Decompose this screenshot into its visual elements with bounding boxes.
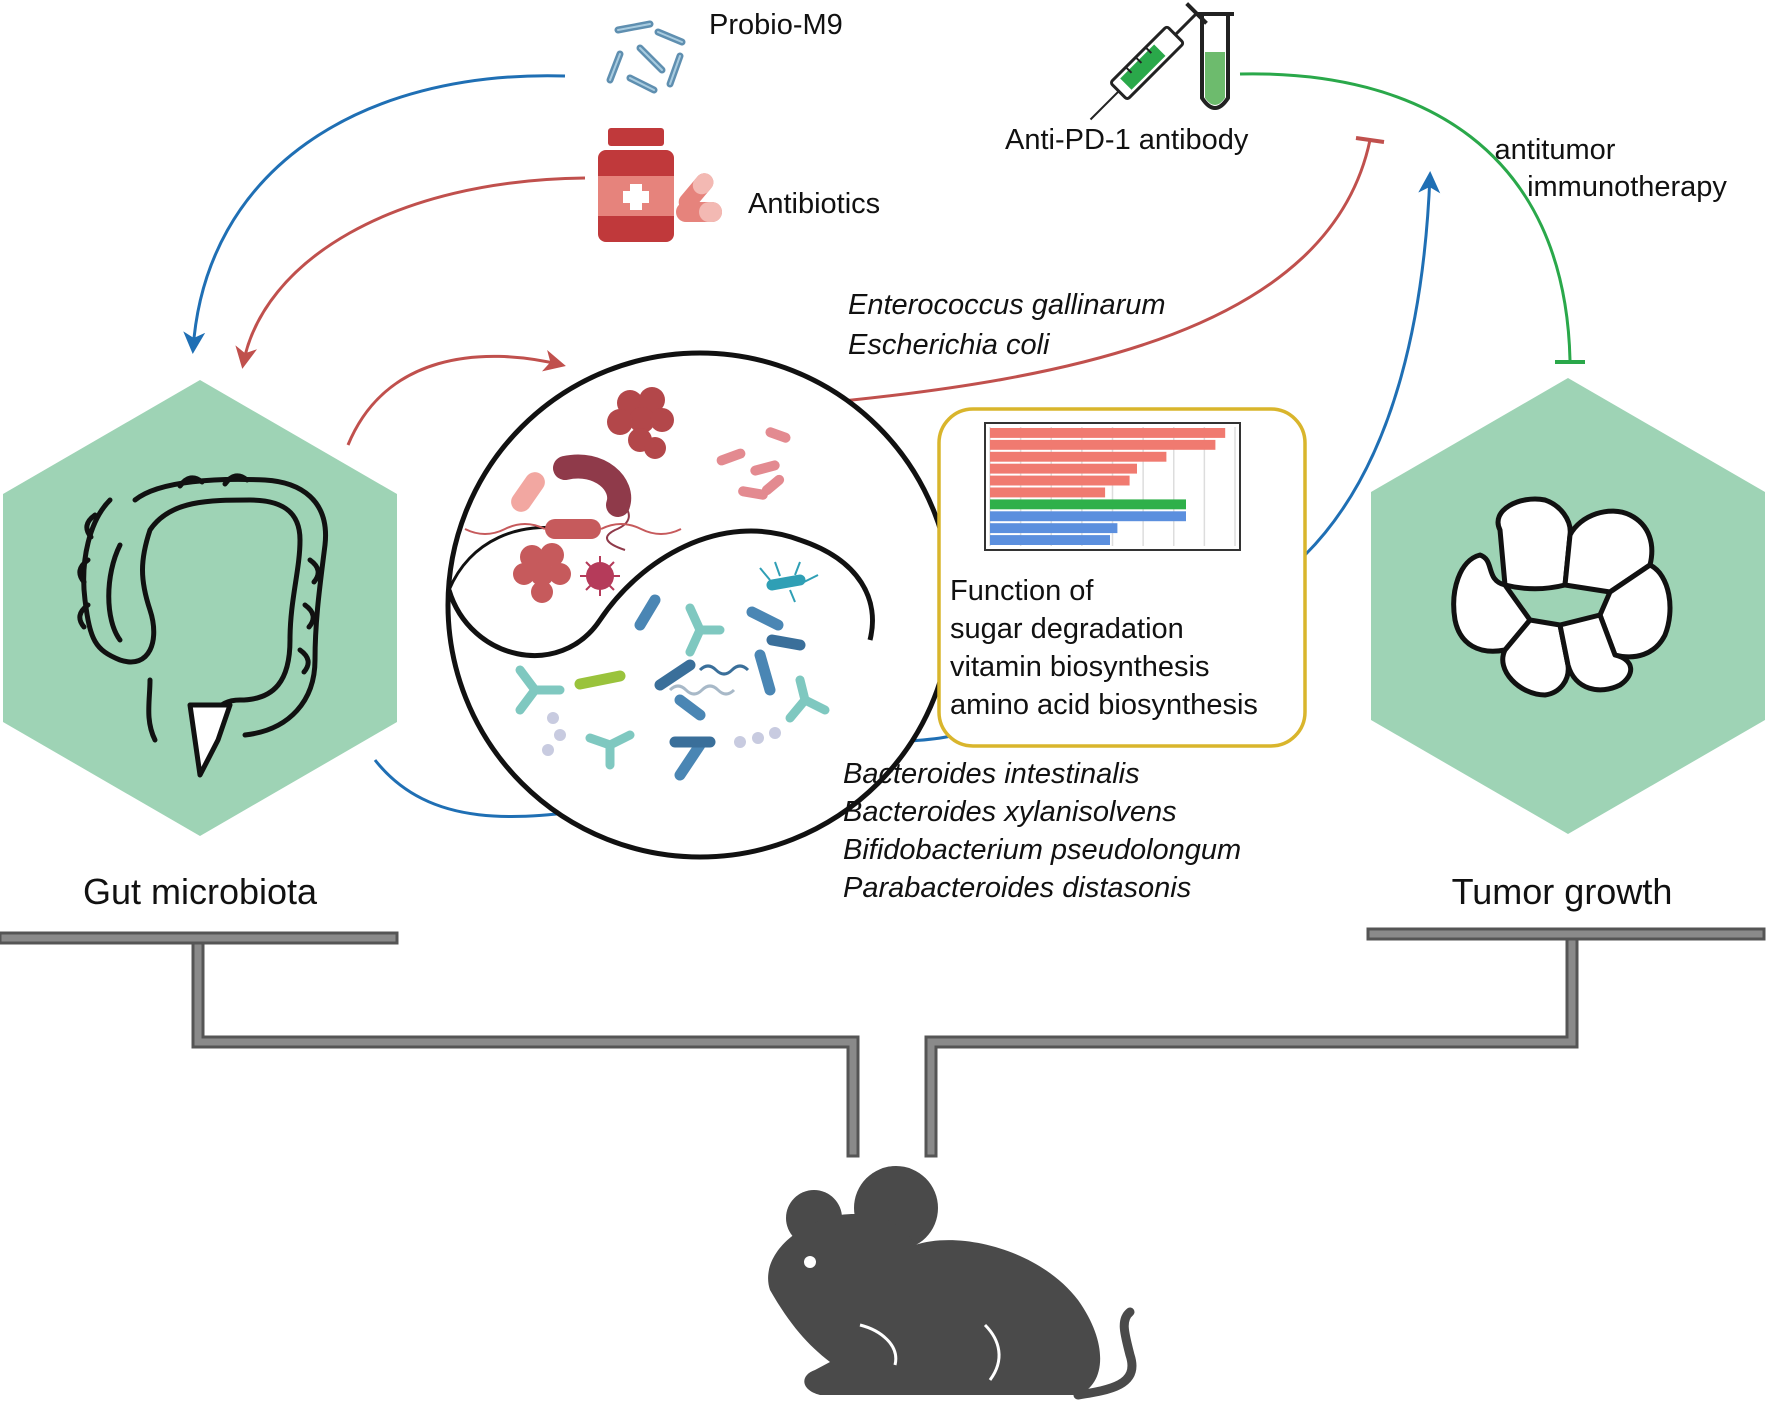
gut-hexagon bbox=[3, 380, 397, 836]
left-stem bbox=[191, 941, 860, 1158]
beneficial-microbes bbox=[515, 561, 830, 781]
diplococci bbox=[542, 712, 781, 756]
gut-to-harmful-microbes-arrow bbox=[346, 350, 566, 446]
spirochete-2 bbox=[698, 664, 750, 676]
species-top-1: Enterococcus gallinarum bbox=[848, 289, 1166, 321]
coccus-cluster-2 bbox=[513, 543, 571, 603]
mini-chart-bar bbox=[990, 451, 1167, 462]
species-top-2: Escherichia coli bbox=[848, 329, 1051, 361]
harmful-microbes bbox=[464, 387, 791, 603]
species-bottom-4: Parabacteroides distasonis bbox=[843, 872, 1191, 904]
rod-bacteria bbox=[634, 594, 806, 781]
gut-microbiota-label: Gut microbiota bbox=[83, 871, 318, 912]
green-chain-bacterium bbox=[574, 670, 626, 690]
tumor-growth-label: Tumor growth bbox=[1452, 871, 1673, 912]
pill-icon bbox=[676, 173, 722, 222]
arrows bbox=[183, 72, 1585, 822]
mini-chart-bar bbox=[990, 535, 1110, 545]
mouse-icon bbox=[768, 1166, 1137, 1400]
balance-connector bbox=[0, 927, 1766, 1158]
mini-chart-bar bbox=[990, 523, 1118, 534]
species-bottom-3: Bifidobacterium pseudolongum bbox=[843, 834, 1241, 866]
small-rods bbox=[716, 427, 791, 500]
coccus-cluster bbox=[607, 387, 674, 459]
tumor-hexagon bbox=[1371, 378, 1765, 834]
pink-bacillus bbox=[511, 472, 545, 512]
function-line-1: Function of bbox=[950, 575, 1094, 607]
harmful-inhibits-immunotherapy-line bbox=[811, 139, 1372, 406]
colon-icon bbox=[77, 473, 329, 778]
probio-to-gut-arrow bbox=[183, 74, 566, 354]
anti-pd1-label: Anti-PD-1 antibody bbox=[1005, 124, 1249, 156]
antitumor-label-line1: antitumor bbox=[1495, 134, 1616, 166]
function-line-2: sugar degradation bbox=[950, 613, 1184, 645]
syringe-icon bbox=[1089, 2, 1208, 121]
function-line-3: vitamin biosynthesis bbox=[950, 651, 1210, 683]
species-bottom-2: Bacteroides xylanisolvens bbox=[843, 796, 1177, 828]
species-bottom-1: Bacteroides intestinalis bbox=[843, 758, 1140, 790]
probio-bacteria-icon bbox=[606, 20, 686, 94]
flagellated-bacillus bbox=[545, 519, 601, 539]
harmful-inhibition-bar bbox=[1355, 136, 1385, 144]
mini-chart-bar bbox=[990, 475, 1130, 486]
beneficial-species-list: Bacteroides intestinalis Bacteroides xyl… bbox=[843, 758, 1241, 904]
mini-chart-bar bbox=[990, 511, 1186, 522]
mini-chart-bar bbox=[990, 428, 1226, 438]
right-stem bbox=[924, 937, 1579, 1158]
mini-chart-bar bbox=[990, 499, 1186, 510]
function-promotes-immunotherapy-arrow bbox=[1303, 171, 1441, 557]
bacillus-flagellum bbox=[606, 499, 630, 551]
antibody-inhibits-tumor-line bbox=[1239, 72, 1572, 361]
mini-chart-bar bbox=[990, 439, 1216, 450]
function-box: Function of sugar degradation vitamin bi… bbox=[937, 407, 1307, 748]
function-line-4: amino acid biosynthesis bbox=[950, 689, 1258, 721]
medicine-bottle-icon bbox=[598, 128, 674, 242]
test-tube-icon bbox=[1196, 12, 1234, 110]
probio-label: Probio-M9 bbox=[709, 9, 843, 41]
antibiotics-to-gut-arrow bbox=[235, 176, 586, 369]
tumor-cells-icon bbox=[1451, 496, 1673, 698]
mini-chart-bar bbox=[990, 487, 1106, 498]
harmful-species-list: Enterococcus gallinarum Escherichia coli bbox=[848, 289, 1166, 361]
mini-chart-bar bbox=[990, 463, 1137, 474]
antibiotics-label: Antibiotics bbox=[748, 188, 880, 220]
curved-bacillus bbox=[553, 454, 632, 517]
function-mini-chart bbox=[984, 422, 1241, 551]
cyan-flagellated-bacterium bbox=[766, 574, 806, 591]
y-shaped-bifidobacteria bbox=[515, 603, 830, 770]
mini-chart-bars bbox=[990, 428, 1226, 545]
antitumor-label-line2: immunotherapy bbox=[1527, 171, 1727, 203]
spirochete bbox=[668, 684, 736, 696]
